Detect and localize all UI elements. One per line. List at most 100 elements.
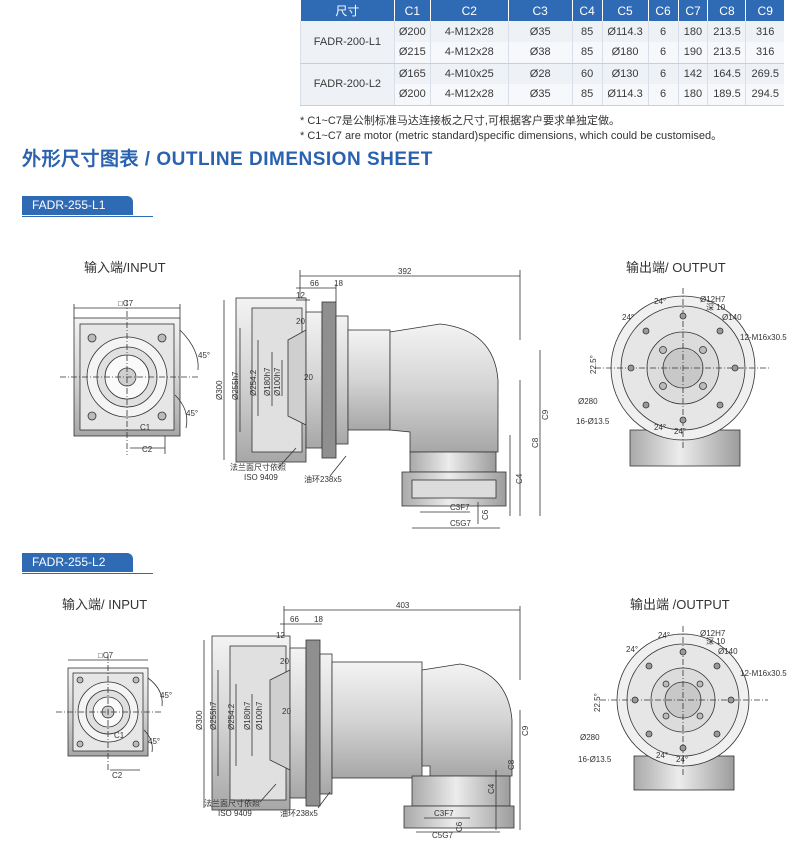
dim-c2: C2 [142,445,153,454]
input-label: 输入端/INPUT [84,260,166,275]
drawing-l1: □C7 C1 C2 45° 45° 392 66 18 12 20 20 Ø30… [60,267,787,529]
out-d12h7: Ø12H7 [700,295,726,304]
input-view [60,300,200,455]
table-cell: Ø114.3 [601,21,649,42]
dim-d300: Ø300 [195,710,204,730]
dim-20b: 20 [304,373,313,382]
angle-45b: 45° [186,409,198,418]
input-view [56,654,163,771]
section-title: 外形尺寸图表 / OUTLINE DIMENSION SHEET [22,149,433,170]
model-tab-l1: FADR-255-L1 [22,196,153,217]
out-depth: 深 10 [706,303,726,312]
table-cell: Ø38 [507,42,573,64]
header-cell: C1 [393,0,431,21]
oring-note: 油环238x5 [280,808,318,818]
output-view [595,288,770,467]
dim-d100: Ø100h7 [255,701,264,730]
table-cell: 4-M10x25 [429,63,509,84]
table-cell: 85 [571,84,603,106]
dim-total-length: 392 [398,267,412,276]
table-cell: Ø114.3 [601,84,649,106]
dim-c5: C5G7 [432,831,453,840]
flange-note: 法兰面尺寸依照 [204,798,260,808]
table-cell: 85 [571,21,603,42]
dim-18: 18 [314,615,323,624]
out-angle-24d: 24° [676,755,688,764]
dim-c4: C4 [515,473,524,484]
table-cell: 85 [571,42,603,64]
table-cell: 6 [647,21,678,42]
out-angle-225: 22.5° [593,693,602,712]
table-cell: Ø200 [393,84,431,106]
table-cell: 6 [647,84,678,106]
dim-total-length: 403 [396,601,410,610]
dim-12: 12 [276,631,285,640]
table-cell: 294.5 [745,84,784,106]
dim-d254: Ø254.2 [249,369,258,396]
out-angle-24a: 24° [654,297,666,306]
table-cell: Ø165 [393,63,431,84]
angle-45a: 45° [198,351,210,360]
table-cell: Ø200 [393,21,431,42]
table-cell: 213.5 [707,21,746,42]
dim-66: 66 [310,279,319,288]
table-row: Ø200 4-M12x28 Ø35 85 Ø114.3 6 180 189.5 … [301,84,784,106]
table-cell: 60 [571,63,603,84]
header-cell: C4 [571,0,603,21]
table-cell: 142 [677,63,708,84]
dim-c4: C4 [487,783,496,794]
table-cell: 164.5 [707,63,746,84]
model-cell: FADR-200-L2 [300,63,395,106]
out-angle-24c: 24° [656,751,668,760]
dim-c6: C6 [455,821,464,832]
dim-c3: C3F7 [434,809,454,818]
table-cell: 316 [745,42,784,64]
dim-20a: 20 [296,317,305,326]
table-header-row: 尺寸 C1 C2 C3 C4 C5 C6 C7 C8 C9 [300,0,784,21]
dim-12: 12 [296,291,305,300]
table-cell: Ø35 [507,21,573,42]
table-cell: 269.5 [745,63,784,84]
header-cell: C7 [677,0,708,21]
table-cell: 180 [677,21,708,42]
dim-c9: C9 [521,725,530,736]
out-angle-24d: 24° [674,427,686,436]
out-d280: Ø280 [578,397,598,406]
table-cell: 6 [647,63,678,84]
drawing-l2: □C7 C1 C2 45° 45° 403 66 18 12 20 20 Ø30… [56,601,787,840]
iso-note: ISO 9409 [244,473,278,482]
out-holes: 16-Ø13.5 [576,417,610,426]
table-cell: 6 [647,42,678,64]
header-cell: C9 [745,0,784,21]
dim-c8: C8 [507,759,516,770]
header-cell: C3 [507,0,573,21]
dim-c2: C2 [112,771,123,780]
output-label: 输出端/ OUTPUT [626,260,726,275]
out-holes: 16-Ø13.5 [578,755,612,764]
dim-c6: C6 [481,509,490,520]
table-row: Ø215 4-M12x28 Ø38 85 Ø180 6 190 213.5 31… [301,42,784,64]
table-cell: Ø180 [601,42,649,64]
out-angle-225: 22.5° [589,355,598,374]
dim-d180: Ø180h7 [243,701,252,730]
oring-note: 油环238x5 [304,474,342,484]
dim-d180: Ø180h7 [263,367,272,396]
angle-45b: 45° [148,737,160,746]
out-d140: Ø140 [718,647,738,656]
dim-20b: 20 [282,707,291,716]
dim-c8: C8 [531,437,540,448]
dim-20a: 20 [280,657,289,666]
table-row: FADR-200-L2 Ø165 4-M10x25 Ø28 60 Ø130 6 … [300,63,784,106]
out-d12h7: Ø12H7 [700,629,726,638]
out-m16: 12-M16x30.5 [740,669,787,678]
table-cell: 180 [677,84,708,106]
table-cell: 4-M12x28 [429,84,509,106]
spec-table: 尺寸 C1 C2 C3 C4 C5 C6 C7 C8 C9 FADR-200-L… [300,0,784,106]
dim-d254: Ø254.2 [227,703,236,730]
table-cell: 4-M12x28 [429,42,509,64]
dim-d100: Ø100h7 [273,367,282,396]
dim-c7: □C7 [98,651,114,660]
dim-c9: C9 [541,409,550,420]
model-tab-l2: FADR-255-L2 [22,553,153,574]
side-view [203,606,521,833]
